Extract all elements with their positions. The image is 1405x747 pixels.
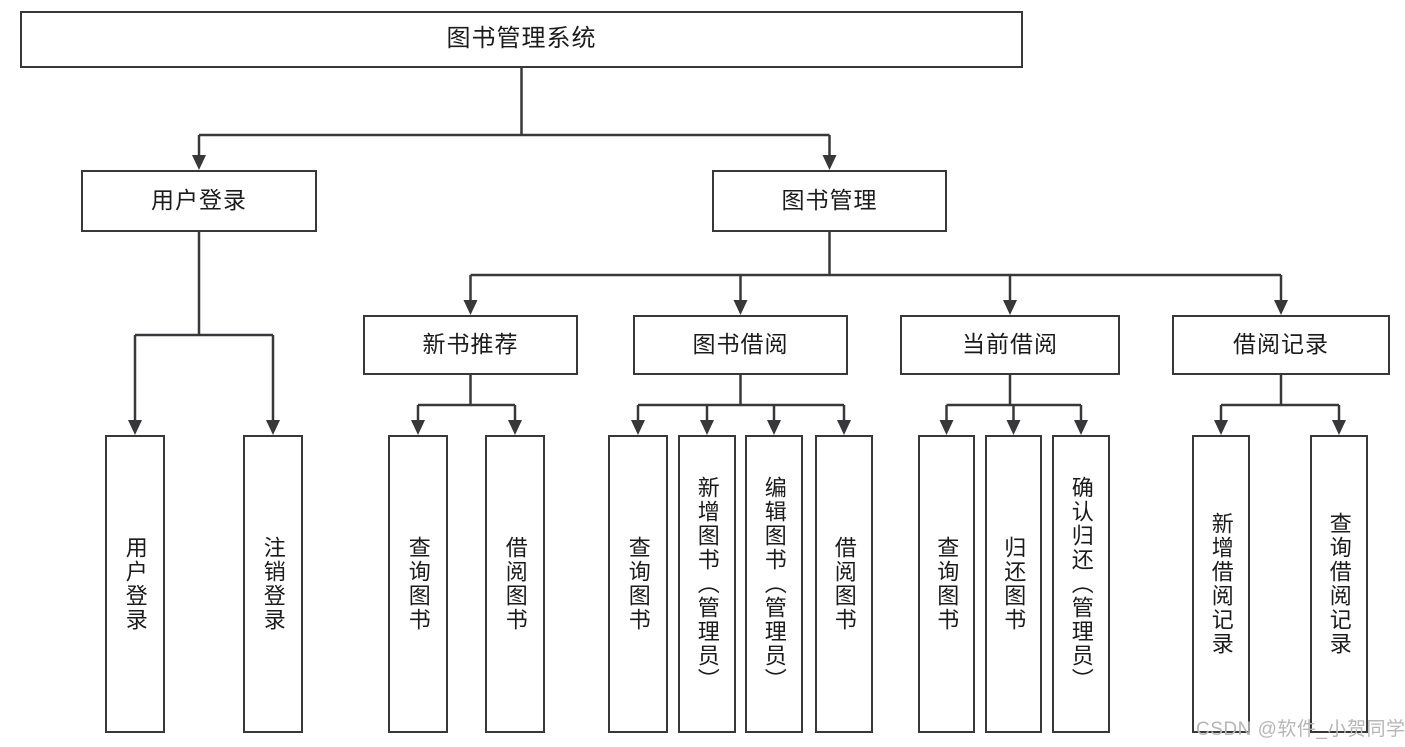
node-leaf10[interactable]: 归还图书 bbox=[985, 435, 1042, 733]
node-leaf8[interactable]: 借阅图书 bbox=[815, 435, 873, 733]
node-leaf3[interactable]: 查询图书 bbox=[388, 435, 448, 733]
node-login[interactable]: 用户登录 bbox=[81, 170, 317, 232]
node-label: 查询借阅记录 bbox=[1326, 512, 1352, 656]
node-label: 图书管理 bbox=[781, 187, 878, 214]
node-label: 归还图书 bbox=[1001, 536, 1027, 632]
node-label: 新增图书（管理员） bbox=[694, 476, 720, 692]
node-records[interactable]: 借阅记录 bbox=[1172, 315, 1390, 375]
node-label: 用户登录 bbox=[151, 187, 247, 214]
node-borrow[interactable]: 图书借阅 bbox=[633, 315, 848, 375]
node-label: 注销登录 bbox=[260, 536, 286, 632]
node-leaf4[interactable]: 借阅图书 bbox=[485, 435, 545, 733]
node-newbook[interactable]: 新书推荐 bbox=[363, 315, 578, 375]
node-leaf6[interactable]: 新增图书（管理员） bbox=[678, 435, 736, 733]
node-leaf1[interactable]: 用户登录 bbox=[105, 435, 165, 733]
node-label: 借阅记录 bbox=[1233, 331, 1329, 358]
node-label: 用户登录 bbox=[122, 536, 148, 632]
node-label: 当前借阅 bbox=[962, 331, 1058, 358]
node-leaf5[interactable]: 查询图书 bbox=[608, 435, 668, 733]
node-label: 编辑图书（管理员） bbox=[761, 476, 787, 692]
node-bookmgmt[interactable]: 图书管理 bbox=[712, 170, 947, 232]
node-current[interactable]: 当前借阅 bbox=[900, 315, 1120, 375]
watermark: CSDN @软件_小贺同学 bbox=[1196, 719, 1405, 740]
node-root[interactable]: 图书管理系统 bbox=[20, 11, 1023, 68]
node-label: 新书推荐 bbox=[422, 331, 519, 358]
node-label: 借阅图书 bbox=[502, 536, 528, 632]
node-label: 查询图书 bbox=[625, 536, 651, 632]
node-leaf2[interactable]: 注销登录 bbox=[243, 435, 303, 733]
node-label: 查询图书 bbox=[934, 536, 960, 632]
node-leaf11[interactable]: 确认归还（管理员） bbox=[1052, 435, 1110, 733]
node-label: 新增借阅记录 bbox=[1208, 512, 1234, 656]
node-label: 图书管理系统 bbox=[446, 25, 597, 53]
node-label: 确认归还（管理员） bbox=[1068, 476, 1094, 692]
node-leaf12[interactable]: 新增借阅记录 bbox=[1192, 435, 1250, 733]
node-leaf9[interactable]: 查询图书 bbox=[918, 435, 975, 733]
node-label: 查询图书 bbox=[405, 536, 431, 632]
node-label: 图书借阅 bbox=[692, 331, 789, 358]
node-leaf13[interactable]: 查询借阅记录 bbox=[1310, 435, 1368, 733]
node-leaf7[interactable]: 编辑图书（管理员） bbox=[745, 435, 803, 733]
node-label: 借阅图书 bbox=[831, 536, 857, 632]
